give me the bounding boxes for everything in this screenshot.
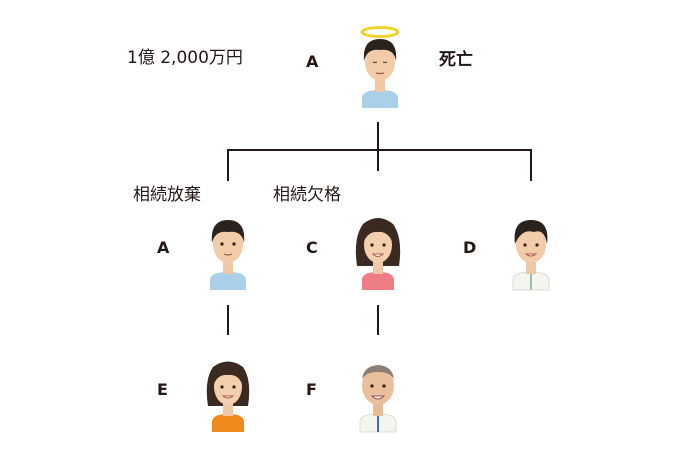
halo-icon [360, 26, 400, 38]
child-a-note: 相続放棄 [133, 185, 201, 205]
person-child-c-avatar [355, 218, 401, 290]
person-label-child-d: D [463, 238, 477, 257]
person-label-child-a: A [157, 238, 170, 257]
person-grandchild-e-avatar [206, 361, 250, 432]
person-child-d-avatar [512, 220, 550, 291]
person-label-grandchild-e: E [157, 380, 168, 399]
person-label-child-c: C [306, 238, 318, 257]
person-deceased-a-avatar [360, 26, 400, 108]
person-grandchild-f-avatar [359, 365, 397, 433]
person-child-a-avatar [210, 220, 246, 290]
connector-drop-a [227, 149, 229, 181]
connector-horizontal [227, 149, 532, 151]
connector-a-to-e [227, 305, 229, 335]
person-label-deceased: A [306, 52, 319, 71]
estate-amount: 1億 2,000万円 [127, 48, 243, 68]
connector-c-to-f [377, 305, 379, 335]
connector-drop-d [530, 149, 532, 181]
child-c-note: 相続欠格 [273, 185, 341, 205]
deceased-status: 死亡 [439, 50, 473, 70]
person-label-grandchild-f: F [306, 380, 317, 399]
connector-vertical-top [377, 122, 379, 150]
connector-drop-c [377, 149, 379, 171]
